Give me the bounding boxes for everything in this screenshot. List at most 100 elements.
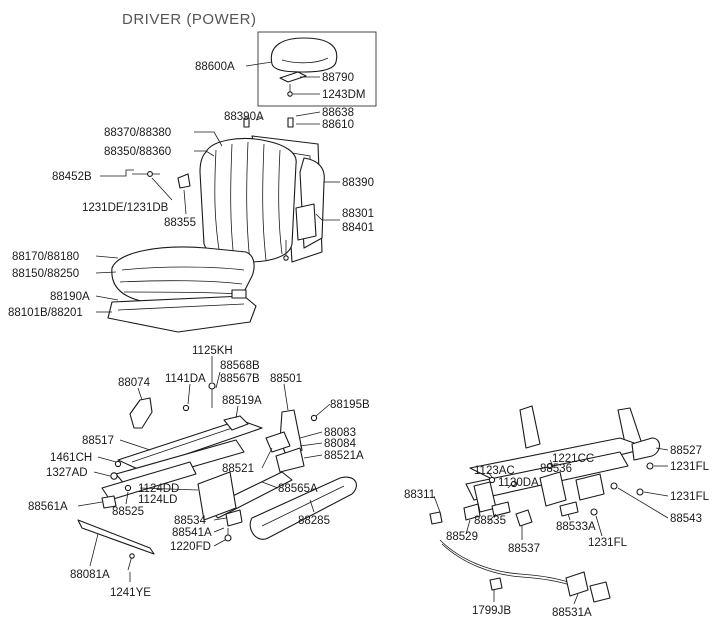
bolt-1231FL-b — [636, 488, 644, 496]
label-88561A: 88561A — [28, 501, 68, 513]
seat-back-assembly — [132, 117, 325, 263]
leader-88370-88380 — [194, 131, 223, 147]
label-88401: 88401 — [342, 222, 374, 234]
bolt-1125KH — [208, 382, 216, 390]
leader-88083 — [299, 431, 323, 439]
label-88529: 88529 — [446, 531, 478, 543]
adjuster-motor — [197, 471, 237, 521]
leader-1461CH — [97, 456, 117, 463]
label-88568B: 88568B — [220, 360, 260, 372]
label-88084: 88084 — [324, 438, 357, 450]
label-88170-88180: 88170/88180 — [12, 251, 79, 263]
leader-88084 — [299, 442, 323, 447]
label-1124LD: 1124LD — [138, 494, 177, 506]
headrest-assembly — [257, 31, 377, 107]
label-1123AC: 1123AC — [474, 465, 515, 477]
leader-88531A — [573, 593, 579, 605]
part-88543 — [610, 482, 618, 490]
label-88790: 88790 — [322, 72, 354, 84]
label-88531A: 88531A — [552, 607, 592, 619]
harness-connector-1 — [565, 571, 589, 597]
leader-88501 — [283, 383, 289, 411]
label-88521A: 88521A — [324, 450, 364, 462]
link-88521 — [265, 431, 291, 453]
label-88541A: 88541A — [172, 527, 212, 539]
cushion-seam-1 — [121, 266, 245, 271]
label-88536: 88536 — [540, 463, 572, 475]
leader-1124DD — [139, 487, 199, 491]
label-88101B-88201: 88101B/88201 — [8, 307, 83, 319]
label-1125KH: 1125KH — [192, 345, 233, 357]
label-88452B: 88452B — [52, 171, 92, 183]
leader-88074 — [137, 387, 143, 401]
hinge-bolt — [147, 171, 153, 177]
headrest-seam — [281, 57, 329, 64]
leader-88521A — [303, 454, 323, 459]
label-1327AD: 1327AD — [46, 467, 88, 479]
label-1220FD: 1220FD — [170, 541, 211, 553]
part-labels: 88600A 88790 1243DM 88390A 88638 88610 8… — [8, 61, 710, 619]
power-back-bracket-left — [519, 405, 541, 449]
headrest-screw-head — [287, 91, 293, 97]
switch-88529 — [463, 503, 481, 521]
leader-88519A — [235, 405, 239, 419]
leader-88452B — [100, 169, 134, 177]
label-88638: 88638 — [322, 107, 354, 119]
back-side-bracket — [295, 203, 317, 241]
nut-1327AD — [110, 472, 118, 480]
leader-88525 — [125, 491, 129, 505]
power-motor-right — [575, 473, 605, 501]
label-88521: 88521 — [222, 463, 254, 475]
leader-88543 — [617, 487, 669, 519]
label-88565A: 88565A — [278, 483, 318, 495]
leader-1221CC — [549, 459, 553, 465]
bolt-1141DA — [182, 404, 190, 412]
leader-88081A — [89, 533, 99, 567]
leader-88535 — [487, 513, 497, 523]
leader-1220FD — [213, 539, 226, 547]
leader-88390A — [255, 117, 263, 121]
adjuster-upper-frame — [117, 419, 263, 471]
label-1241YE: 1241YE — [110, 587, 151, 599]
label-88533A: 88533A — [556, 521, 596, 533]
bolt-1220FD — [224, 534, 232, 542]
part-88533A — [559, 501, 579, 517]
leader-88311 — [433, 495, 441, 513]
leader-lines — [77, 61, 669, 605]
screw-1241YE-head — [129, 553, 135, 559]
adjuster-left-rail — [101, 461, 197, 501]
label-88527: 88527 — [670, 445, 702, 457]
side-cover-edge — [261, 485, 345, 527]
recliner-bracket — [177, 173, 191, 189]
leader-1231FL-c — [595, 515, 603, 537]
label-88390: 88390 — [342, 177, 374, 189]
back-cable-end — [283, 255, 289, 261]
leader-88534 — [213, 517, 227, 521]
seat-cushion-assembly — [107, 246, 257, 333]
leader-88565A — [261, 481, 279, 489]
label-88311: 88311 — [404, 489, 435, 501]
back-seam-1 — [214, 149, 221, 257]
label-88081A: 88081A — [70, 569, 110, 581]
seat-back-cover — [199, 137, 297, 263]
label-88390A: 88390A — [224, 111, 264, 123]
leader-88517 — [119, 439, 151, 451]
leader-88170-88180 — [95, 255, 119, 259]
leader-1130DA — [507, 483, 513, 489]
label-88370-88380: 88370/88380 — [104, 127, 171, 139]
back-seam-5 — [278, 149, 283, 255]
label-88355: 88355 — [164, 217, 196, 229]
label-88517: 88517 — [82, 435, 114, 447]
leader-1123AC — [487, 471, 493, 478]
label-88519A: 88519A — [222, 395, 262, 407]
part-88527 — [631, 437, 661, 461]
label-1130DA: 1130DA — [498, 477, 539, 489]
back-seam-3 — [246, 141, 251, 263]
label-88534: 88534 — [174, 515, 207, 527]
label-88190A: 88190A — [50, 291, 90, 303]
connector-88311 — [429, 511, 443, 525]
label-88301: 88301 — [342, 208, 374, 220]
bracket-88521A — [275, 447, 305, 473]
leader-88285 — [309, 499, 315, 513]
